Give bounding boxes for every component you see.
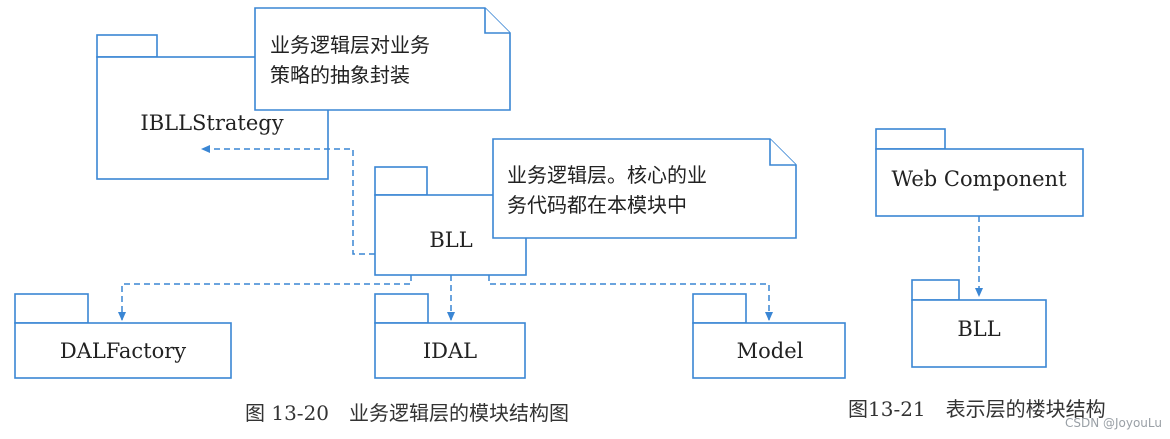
caption-figure-13-21: 图13-21 表示层的楼块结构 (848, 397, 1106, 421)
package-label-ibllstrategy: IBLLStrategy (140, 111, 283, 135)
package-tab (911, 279, 960, 301)
package-bll-right: BLL (911, 279, 1047, 368)
note-fold (484, 8, 510, 34)
note-strategy-line-1: 业务逻辑层对业务 (270, 33, 430, 57)
package-idal: IDAL (374, 293, 526, 379)
note-body (492, 138, 797, 239)
package-dalfactory: DALFactory (14, 293, 232, 379)
package-label-dalfactory: DALFactory (60, 339, 186, 363)
package-tab (96, 34, 158, 58)
watermark: CSDN @JoyouLu (1065, 416, 1162, 430)
note-core-line-2: 务代码都在本模块中 (507, 193, 687, 217)
package-label-web-component: Web Component (891, 167, 1067, 191)
package-web-component: Web Component (875, 128, 1084, 217)
package-body (692, 322, 846, 379)
package-body (14, 322, 232, 379)
package-tab (374, 166, 428, 196)
package-body (374, 322, 526, 379)
dependency-bll-to-model (488, 275, 773, 321)
package-label-model: Model (737, 339, 804, 363)
note-body (254, 7, 511, 111)
note-fold (769, 139, 796, 166)
caption-figure-13-20: 图 13-20 业务逻辑层的模块结构图 (245, 401, 569, 425)
package-label-bll: BLL (429, 228, 472, 252)
note-core: 业务逻辑层。核心的业 务代码都在本模块中 (492, 138, 797, 239)
dependency-bll-to-dalfactory (118, 275, 412, 321)
dependency-bll-to-ibllstrategy (201, 145, 375, 255)
note-strategy-line-2: 策略的抽象封装 (270, 63, 410, 87)
package-label-bll-right: BLL (957, 317, 1000, 341)
package-tab (692, 293, 747, 324)
note-strategy: 业务逻辑层对业务 策略的抽象封装 (254, 7, 511, 111)
package-tab (374, 293, 429, 324)
package-tab (875, 128, 946, 150)
package-tab (14, 293, 89, 324)
note-core-line-1: 业务逻辑层。核心的业 (507, 163, 707, 187)
package-body (911, 299, 1047, 368)
package-label-idal: IDAL (423, 339, 477, 363)
package-model: Model (692, 293, 846, 379)
